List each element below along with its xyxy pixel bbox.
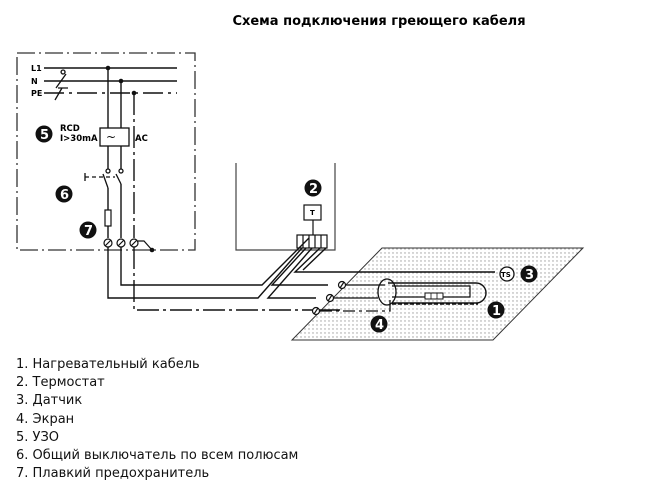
fuse [104, 209, 112, 227]
svg-text:1: 1 [492, 304, 501, 319]
ground-link [138, 240, 153, 251]
svg-text:7: 7 [84, 224, 93, 239]
rcd-device [99, 127, 130, 147]
legend-item: 7. Плавкий предохранитель [16, 466, 210, 482]
marker-5: 5 [35, 125, 53, 143]
marker-3: 3 [520, 265, 538, 283]
rcd-current-label: I>30mA [60, 134, 98, 144]
marker-4: 4 [370, 315, 388, 333]
marker-2: 2 [304, 179, 322, 197]
terminal-block [103, 238, 139, 248]
diagram-title: Схема подключения греющего кабеля [232, 14, 526, 29]
line-label-n: N [31, 77, 38, 86]
heating-element [424, 292, 444, 300]
legend-item: 1. Нагревательный кабель [16, 357, 200, 372]
neutral-break-symbol [55, 69, 67, 89]
wiring-diagram: L1 N PE ~ RCD I>30mA AC [16, 52, 585, 341]
rcd-type-label: AC [135, 134, 148, 144]
rcd-symbol: ~ [106, 130, 116, 144]
supply-lines [44, 67, 177, 94]
legend-item: 4. Экран [16, 411, 75, 427]
heating-cable [388, 282, 487, 304]
line-label-l1: L1 [31, 64, 42, 73]
svg-text:6: 6 [60, 188, 69, 203]
pe-break-symbol [54, 87, 68, 101]
thermostat [303, 204, 322, 221]
legend-item: 3. Датчик [16, 393, 83, 409]
thermostat-symbol: T [310, 209, 315, 217]
sensor-symbol: TS [501, 271, 511, 279]
svg-text:2: 2 [309, 182, 318, 197]
svg-text:3: 3 [525, 268, 534, 283]
legend-item: 5. УЗО [16, 429, 60, 445]
rcd-label: RCD [60, 124, 80, 134]
distribution-panel [16, 52, 196, 251]
thermostat-box [235, 163, 336, 251]
temperature-sensor [499, 266, 515, 282]
marker-7: 7 [79, 221, 97, 239]
svg-text:5: 5 [40, 128, 49, 143]
marker-6: 6 [55, 185, 73, 203]
connection-cables [107, 237, 495, 311]
ground-dot [149, 247, 155, 253]
thermostat-terminals [296, 220, 328, 249]
legend-item: 2. Термостат [16, 375, 105, 391]
main-switch [84, 168, 124, 189]
marker-1: 1 [487, 301, 505, 319]
legend-item: 6. Общий выключатель по всем полюсам [16, 448, 299, 464]
floor-connectors [311, 280, 347, 316]
svg-text:4: 4 [375, 318, 384, 333]
legend-list: 1. Нагревательный кабель 2. Термостат 3.… [16, 356, 298, 483]
cable-sleeve [377, 278, 397, 306]
line-label-pe: PE [31, 89, 42, 98]
panel-verticals [107, 68, 135, 238]
